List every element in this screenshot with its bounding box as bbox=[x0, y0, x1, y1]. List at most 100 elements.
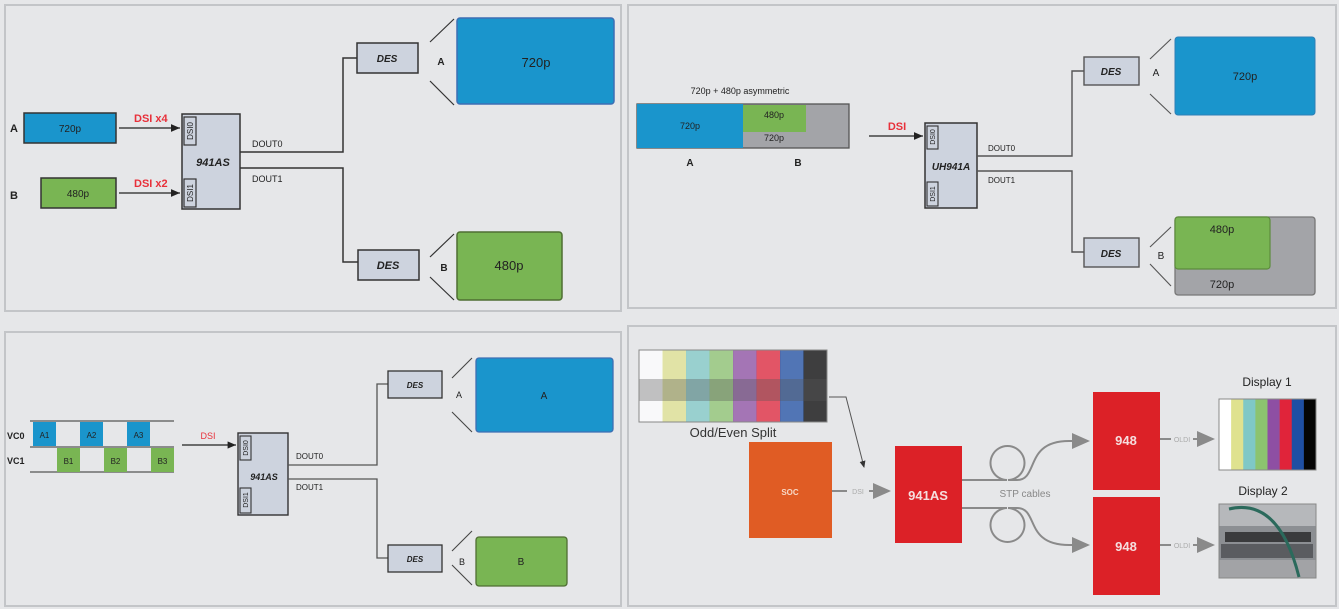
stp-cable-2 bbox=[962, 507, 1090, 553]
frame-b-480 bbox=[743, 105, 806, 132]
split-image-detail bbox=[639, 379, 827, 401]
deserializer-b bbox=[1083, 237, 1140, 268]
vc0-packet bbox=[33, 422, 56, 446]
split-bar bbox=[780, 350, 804, 422]
input-letter: B bbox=[10, 190, 18, 202]
color-bar bbox=[1279, 399, 1293, 470]
display-b bbox=[456, 231, 563, 301]
port-label: DSI0 bbox=[243, 440, 250, 456]
display-letter: B bbox=[440, 263, 447, 274]
split-bar bbox=[733, 350, 757, 422]
color-bar bbox=[1291, 399, 1305, 470]
dout1-line bbox=[240, 167, 358, 263]
display-1-border bbox=[1218, 398, 1317, 471]
split-bar bbox=[686, 350, 710, 422]
split-bar bbox=[639, 350, 663, 422]
display-b-480 bbox=[1174, 216, 1271, 270]
dout-label: DOUT0 bbox=[252, 139, 283, 149]
des-label: DES bbox=[407, 381, 424, 390]
display-letter: A bbox=[456, 390, 462, 400]
input-frame-b bbox=[40, 177, 117, 209]
panel-dual-dsi: A 720p B 480p DSI x4 DSI x2 DSI0 DSI1 94… bbox=[4, 4, 622, 312]
deserializer-b bbox=[387, 544, 443, 573]
fan-line bbox=[1149, 93, 1172, 115]
display-label: A bbox=[541, 391, 548, 402]
panel-odd-even-split: Odd/Even Split SOC DSI 941AS STP cables … bbox=[627, 325, 1337, 607]
display-label: B bbox=[518, 557, 525, 568]
display-letter: B bbox=[459, 557, 465, 567]
chip-label: 941AS bbox=[908, 488, 948, 503]
chip-label: 941AS bbox=[250, 472, 278, 482]
port-label: DSI0 bbox=[186, 122, 195, 140]
link-label: DSI x4 bbox=[134, 113, 169, 125]
fan-line bbox=[429, 276, 455, 301]
vc0-packet bbox=[127, 422, 150, 446]
fan-line bbox=[451, 357, 473, 379]
channel-label: VC1 bbox=[7, 456, 25, 466]
input-letter: A bbox=[10, 123, 18, 135]
deserializer-948-2 bbox=[1093, 497, 1160, 595]
port-dsi0 bbox=[183, 116, 197, 146]
input-frame-a bbox=[23, 112, 117, 144]
frame-label: 480p bbox=[764, 110, 784, 120]
channel-label: VC0 bbox=[7, 431, 25, 441]
soc-label: SOC bbox=[781, 488, 799, 497]
color-bar bbox=[1267, 399, 1280, 470]
display-label: 720p bbox=[1210, 279, 1234, 291]
display-letter: A bbox=[1153, 68, 1160, 79]
fan-line bbox=[429, 18, 455, 43]
fan-line bbox=[429, 233, 455, 258]
deserializer-b bbox=[357, 249, 420, 281]
vc1-packet bbox=[104, 448, 127, 472]
color-bar bbox=[1231, 399, 1244, 470]
display-2-border bbox=[1218, 503, 1317, 579]
dout-label: DOUT0 bbox=[988, 144, 1016, 153]
diagram-odd-even-split: Odd/Even Split SOC DSI 941AS STP cables … bbox=[638, 349, 1317, 595]
chip-label: 941AS bbox=[196, 157, 230, 169]
dout-label: DOUT1 bbox=[296, 483, 324, 492]
deserializer-a bbox=[387, 370, 443, 399]
vc1-packet bbox=[151, 448, 174, 472]
vc0-packet bbox=[80, 422, 103, 446]
color-bar bbox=[1255, 399, 1268, 470]
fan-line bbox=[451, 411, 473, 433]
des-label: 948 bbox=[1115, 433, 1137, 448]
dout1-line bbox=[288, 478, 388, 559]
dout1-line bbox=[977, 170, 1084, 253]
des-label: DES bbox=[377, 260, 400, 272]
dout0-line bbox=[977, 70, 1084, 157]
port-label: DSI1 bbox=[930, 186, 937, 202]
link-label: DSI bbox=[888, 121, 906, 133]
fan-line bbox=[451, 530, 473, 552]
packet-label: B1 bbox=[64, 457, 74, 466]
fan-line bbox=[451, 564, 473, 586]
display-label: 720p bbox=[522, 55, 551, 70]
link-label-bg bbox=[1171, 540, 1193, 550]
split-source-image bbox=[639, 350, 828, 422]
deserializer-a bbox=[356, 42, 419, 74]
link-label: DSI bbox=[852, 489, 864, 496]
frame-letter: B bbox=[794, 158, 801, 169]
des-label: DES bbox=[377, 54, 398, 65]
split-image-border bbox=[638, 349, 828, 423]
diagram-asymmetric: 720p + 480p asymmetric 720p 480p 720p A … bbox=[636, 36, 1316, 296]
display-label: 720p bbox=[1233, 71, 1257, 83]
link-label-bg bbox=[847, 486, 869, 496]
split-bar bbox=[756, 350, 781, 422]
chip-label: UH941A bbox=[932, 162, 970, 173]
packet-label: A3 bbox=[134, 431, 144, 440]
display-letter: B bbox=[1158, 251, 1165, 262]
frame-title: 720p + 480p asymmetric bbox=[691, 86, 790, 96]
port-label: DSI0 bbox=[930, 129, 937, 145]
dout-label: DOUT1 bbox=[988, 176, 1016, 185]
des-label: DES bbox=[1101, 249, 1122, 260]
color-bar bbox=[1243, 399, 1256, 470]
stp-cable-1 bbox=[962, 433, 1090, 481]
input-label: 480p bbox=[67, 189, 90, 200]
frame-letter: A bbox=[686, 158, 693, 169]
oldi-label: OLDI bbox=[1174, 543, 1190, 550]
port-dsi1 bbox=[183, 178, 197, 208]
packet-label: B3 bbox=[158, 457, 168, 466]
